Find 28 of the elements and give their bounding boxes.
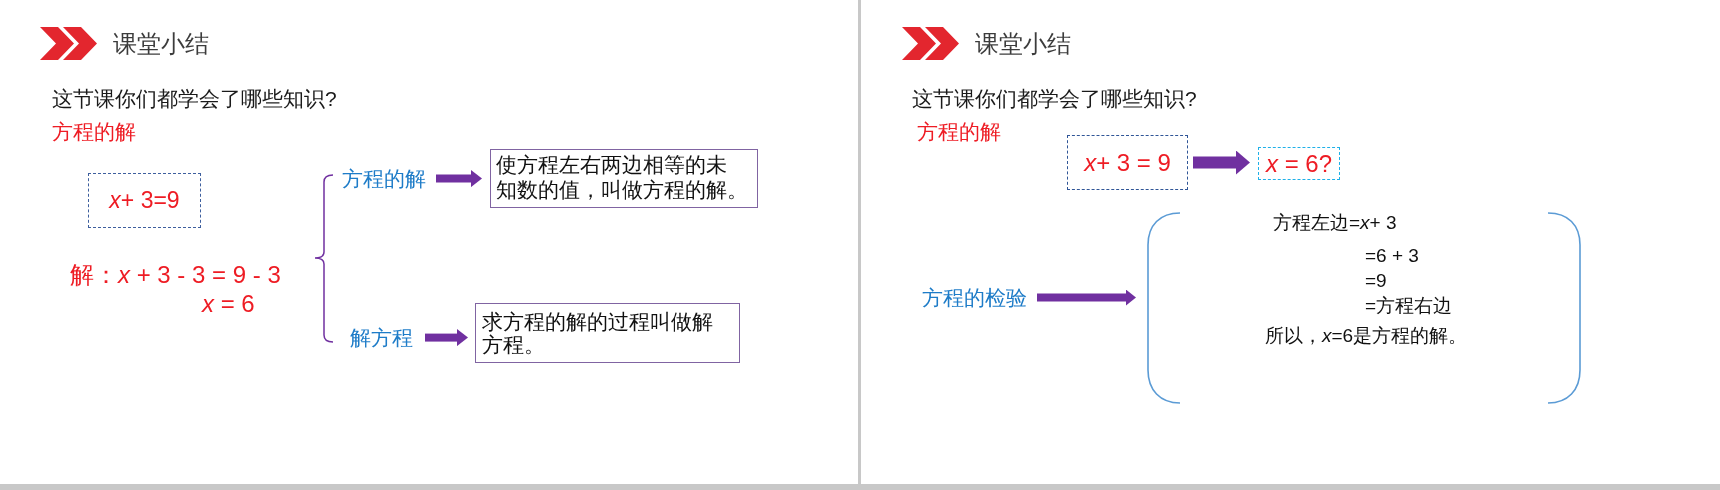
topic-heading: 方程的解 xyxy=(917,119,1001,145)
equation-box xyxy=(88,173,201,228)
question-text: 这节课你们都学会了哪些知识? xyxy=(52,86,337,112)
equation-text: x+ 3 = 9 xyxy=(1084,150,1171,175)
equation-text: x = 6? xyxy=(1265,151,1332,176)
slide-heading: 课堂小结 xyxy=(975,30,1071,59)
definition-text: 使方程左右两边相等的未知数的值，叫做方程的解。 xyxy=(496,152,749,202)
equation-text: x+ 3=9 xyxy=(109,189,180,212)
slide-heading: 课堂小结 xyxy=(113,30,209,59)
proof-line: =方程右边 xyxy=(1365,295,1453,318)
topic-label: 方程的解 xyxy=(342,166,426,192)
definition-text: 求方程的解的过程叫做解方程。 xyxy=(482,310,714,356)
definition-box xyxy=(490,149,758,208)
proof-line: =6 + 3 xyxy=(1365,245,1419,268)
topic-heading: 方程的解 xyxy=(52,119,136,145)
bracket-frame xyxy=(1146,210,1582,406)
solution-result: x = 6 xyxy=(202,290,255,319)
solution-step: 解：x + 3 - 3 = 9 - 3 xyxy=(70,261,281,290)
topic-label: 解方程 xyxy=(350,325,413,351)
equation-box xyxy=(1067,135,1188,190)
answer-box xyxy=(1258,147,1340,180)
question-text: 这节课你们都学会了哪些知识? xyxy=(912,86,1197,112)
definition-box xyxy=(475,303,740,363)
arrow xyxy=(1193,150,1250,175)
topic-label: 方程的检验 xyxy=(922,285,1027,311)
conclusion-text: 所以，x=6是方程的解。 xyxy=(1265,325,1468,348)
proof-line: 方程左边=x+ 3 xyxy=(1273,212,1397,235)
proof-line: =9 xyxy=(1365,270,1387,293)
